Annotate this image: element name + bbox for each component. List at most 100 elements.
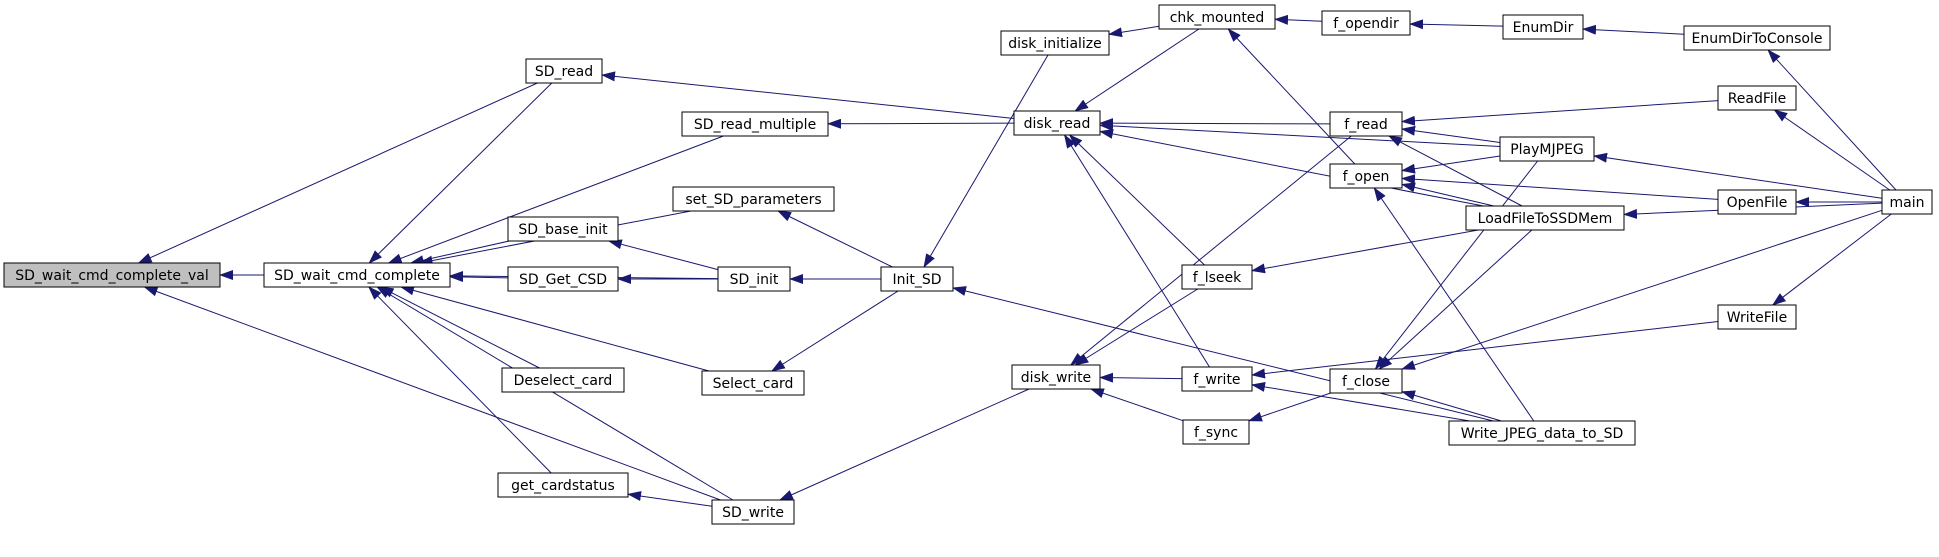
edge-SD_write-to-SD_wait_cmd_complete — [376, 286, 734, 501]
edge-Write_JPEG_data_to_SD-to-f_open — [1373, 187, 1535, 422]
node-f_close[interactable]: f_close — [1329, 368, 1403, 394]
edge-SD_base_init-to-SD_wait_cmd_complete — [409, 240, 510, 266]
node-box[interactable] — [263, 262, 451, 288]
node-disk_read[interactable]: disk_read — [1013, 110, 1101, 136]
node-box[interactable] — [711, 499, 795, 525]
node-box[interactable] — [507, 266, 619, 292]
node-box[interactable] — [1329, 163, 1403, 189]
edge-disk_initialize-to-Init_SD — [923, 54, 1049, 268]
node-box[interactable] — [3, 262, 221, 288]
node-f_write[interactable]: f_write — [1181, 366, 1253, 392]
node-disk_initialize[interactable]: disk_initialize — [1000, 30, 1110, 56]
node-label: SD_Get_CSD — [519, 272, 607, 288]
node-chk_mounted[interactable]: chk_mounted — [1158, 4, 1276, 30]
node-box[interactable] — [1465, 205, 1625, 231]
edge-SD_init-to-SD_base_init — [607, 239, 719, 271]
node-LoadFileToSSDMem[interactable]: LoadFileToSSDMem — [1465, 205, 1625, 231]
node-box[interactable] — [1717, 304, 1797, 330]
node-box[interactable] — [880, 266, 954, 292]
node-box[interactable] — [717, 266, 791, 292]
node-label: chk_mounted — [1170, 10, 1265, 26]
edge-f_write-to-disk_read — [1063, 134, 1210, 368]
node-f_opendir[interactable]: f_opendir — [1321, 10, 1411, 36]
node-box[interactable] — [672, 186, 835, 212]
node-ReadFile[interactable]: ReadFile — [1717, 85, 1797, 111]
node-WriteFile[interactable]: WriteFile — [1717, 304, 1797, 330]
node-SD_Get_CSD[interactable]: SD_Get_CSD — [507, 266, 619, 292]
edge-SD_read-to-SD_wait_cmd_complete — [368, 82, 553, 264]
node-SD_write[interactable]: SD_write — [711, 499, 795, 525]
node-label: EnumDirToConsole — [1692, 31, 1823, 47]
node-set_SD_parameters[interactable]: set_SD_parameters — [672, 186, 835, 212]
node-box[interactable] — [1329, 111, 1403, 137]
node-EnumDirToConsole[interactable]: EnumDirToConsole — [1683, 25, 1831, 51]
node-box[interactable] — [1683, 25, 1831, 51]
node-box[interactable] — [1717, 85, 1797, 111]
node-label: Select_card — [713, 376, 794, 392]
node-SD_wait_cmd_complete[interactable]: SD_wait_cmd_complete — [263, 262, 451, 288]
node-box[interactable] — [1181, 366, 1253, 392]
edge-EnumDir-to-f_opendir — [1409, 19, 1504, 30]
node-box[interactable] — [1158, 4, 1276, 30]
node-main[interactable]: main — [1881, 189, 1933, 215]
node-box[interactable] — [1717, 189, 1797, 215]
node-label: ReadFile — [1728, 91, 1787, 107]
node-box[interactable] — [525, 58, 603, 84]
node-box[interactable] — [501, 367, 625, 393]
node-EnumDir[interactable]: EnumDir — [1502, 14, 1584, 40]
node-box[interactable] — [1182, 419, 1250, 445]
node-box[interactable] — [1329, 368, 1403, 394]
node-f_open[interactable]: f_open — [1329, 163, 1403, 189]
edge-LoadFileToSSDMem-to-f_read — [1388, 135, 1523, 207]
edge-Deselect_card-to-SD_wait_cmd_complete — [379, 286, 540, 369]
node-disk_write[interactable]: disk_write — [1011, 364, 1101, 390]
edge-main-to-PlayMJPEG — [1593, 152, 1883, 199]
edge-Write_JPEG_data_to_SD-to-f_close — [1401, 390, 1502, 422]
edge-EnumDirToConsole-to-EnumDir — [1582, 24, 1685, 35]
node-SD_base_init[interactable]: SD_base_init — [507, 216, 619, 242]
node-label: set_SD_parameters — [685, 192, 821, 208]
node-box[interactable] — [507, 216, 619, 242]
node-Init_SD[interactable]: Init_SD — [880, 266, 954, 292]
node-label: f_sync — [1194, 425, 1238, 441]
node-box[interactable] — [1321, 10, 1411, 36]
node-box[interactable] — [1181, 264, 1253, 290]
node-label: LoadFileToSSDMem — [1478, 211, 1613, 227]
node-get_cardstatus[interactable]: get_cardstatus — [497, 472, 629, 498]
node-box[interactable] — [681, 111, 829, 137]
node-SD_init[interactable]: SD_init — [717, 266, 791, 292]
edge-Init_SD-to-Select_card — [771, 290, 899, 372]
edge-f_sync-to-disk_write — [1089, 388, 1184, 422]
node-f_sync[interactable]: f_sync — [1182, 419, 1250, 445]
node-label: SD_write — [722, 505, 784, 521]
edge-SD_write-to-get_cardstatus — [627, 491, 713, 507]
node-Write_JPEG_data_to_SD[interactable]: Write_JPEG_data_to_SD — [1448, 420, 1636, 446]
edge-chk_mounted-to-disk_initialize — [1108, 25, 1160, 38]
node-Deselect_card[interactable]: Deselect_card — [501, 367, 625, 393]
node-box[interactable] — [1502, 14, 1584, 40]
node-label: disk_initialize — [1008, 36, 1102, 52]
node-SD_read_multiple[interactable]: SD_read_multiple — [681, 111, 829, 137]
node-box[interactable] — [1000, 30, 1110, 56]
node-f_lseek[interactable]: f_lseek — [1181, 264, 1253, 290]
node-label: SD_read — [535, 64, 593, 80]
node-box[interactable] — [1499, 136, 1595, 162]
node-label: PlayMJPEG — [1510, 142, 1584, 158]
node-box[interactable] — [701, 370, 805, 396]
edge-disk_read-to-SD_read — [601, 71, 1015, 119]
node-Select_card[interactable]: Select_card — [701, 370, 805, 396]
node-box[interactable] — [1448, 420, 1636, 446]
node-SD_read[interactable]: SD_read — [525, 58, 603, 84]
node-box[interactable] — [497, 472, 629, 498]
node-f_read[interactable]: f_read — [1329, 111, 1403, 137]
node-box[interactable] — [1881, 189, 1933, 215]
node-OpenFile[interactable]: OpenFile — [1717, 189, 1797, 215]
node-box[interactable] — [1011, 364, 1101, 390]
node-SD_wait_cmd_complete_val[interactable]: SD_wait_cmd_complete_val — [3, 262, 221, 288]
node-box[interactable] — [1013, 110, 1101, 136]
node-PlayMJPEG[interactable]: PlayMJPEG — [1499, 136, 1595, 162]
edge-f_open-to-chk_mounted — [1227, 28, 1356, 165]
edge-LoadFileToSSDMem-to-f_close — [1378, 229, 1533, 370]
node-label: f_close — [1342, 374, 1390, 390]
